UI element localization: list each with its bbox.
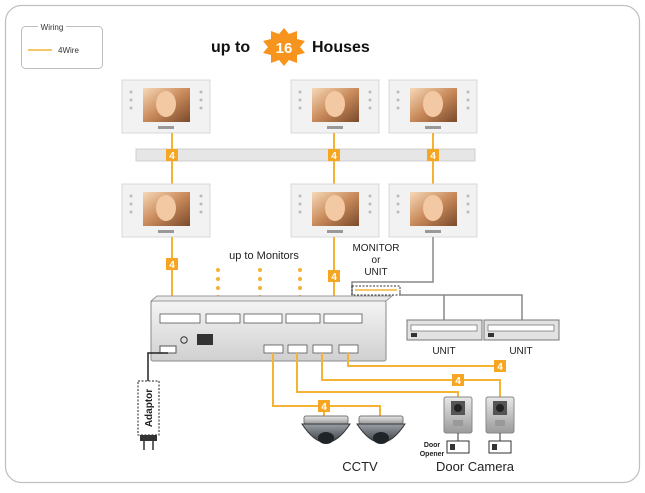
adaptor-icon: Adaptor [137,380,160,450]
legend-title: Wiring [41,23,64,32]
unit-label: UNIT [432,346,455,357]
wire-badge: 4 [452,374,464,387]
headline-number: 16 [276,40,293,57]
svg-text:4: 4 [169,260,175,271]
wiring-legend: Wiring 4Wire [21,20,103,69]
wire-badge: 4 [166,149,178,162]
wire-badge: 4 [494,360,506,373]
monitor-label: MONITOR [352,243,399,254]
wire-badge: 4 [328,149,340,162]
svg-text:4: 4 [430,151,436,162]
door-camera-icon [485,396,515,434]
dome-camera-icon [356,415,406,444]
svg-text:4: 4 [455,376,461,387]
headline-suffix: Houses [312,39,370,56]
monitor-icon [290,183,380,238]
adaptor-label: Adaptor [144,389,155,427]
unit-label-top: UNIT [364,267,387,278]
wire-badge: 4 [328,270,340,283]
monitor-icon [121,79,211,134]
bus-bar [135,148,476,162]
wire-badge: 4 [318,400,330,413]
svg-text:4: 4 [331,151,337,162]
monitor-icon [388,183,478,238]
svg-text:4: 4 [497,362,503,373]
svg-text:4: 4 [169,151,175,162]
svg-text:4: 4 [331,272,337,283]
door-opener-label: Door [424,442,441,449]
wire-badge: 4 [166,258,178,271]
door-camera-label: Door Camera [436,459,515,474]
headline: up to 16 Houses [211,28,370,66]
distribution-box-icon [149,295,394,362]
door-camera-icon [443,396,473,434]
unit-label: UNIT [509,346,532,357]
or-label: or [372,255,382,266]
unit-icon [483,319,560,341]
door-opener-icon [446,433,512,454]
wire-badge: 4 [427,149,439,162]
unit-wire [399,290,523,320]
door-opener-label: Opener [420,451,445,458]
svg-text:4: 4 [321,402,327,413]
monitor-icon [290,79,380,134]
headline-prefix: up to [211,39,250,56]
cctv-label: CCTV [342,459,378,474]
monitor-icon [388,79,478,134]
dome-camera-icon [301,415,351,444]
starburst-icon [263,28,305,66]
up-to-monitors-label: up to Monitors [229,250,299,262]
monitor-icon [121,183,211,238]
adaptor-cable [147,352,168,381]
unit-icon [406,319,483,341]
legend-label: 4Wire [58,46,79,55]
